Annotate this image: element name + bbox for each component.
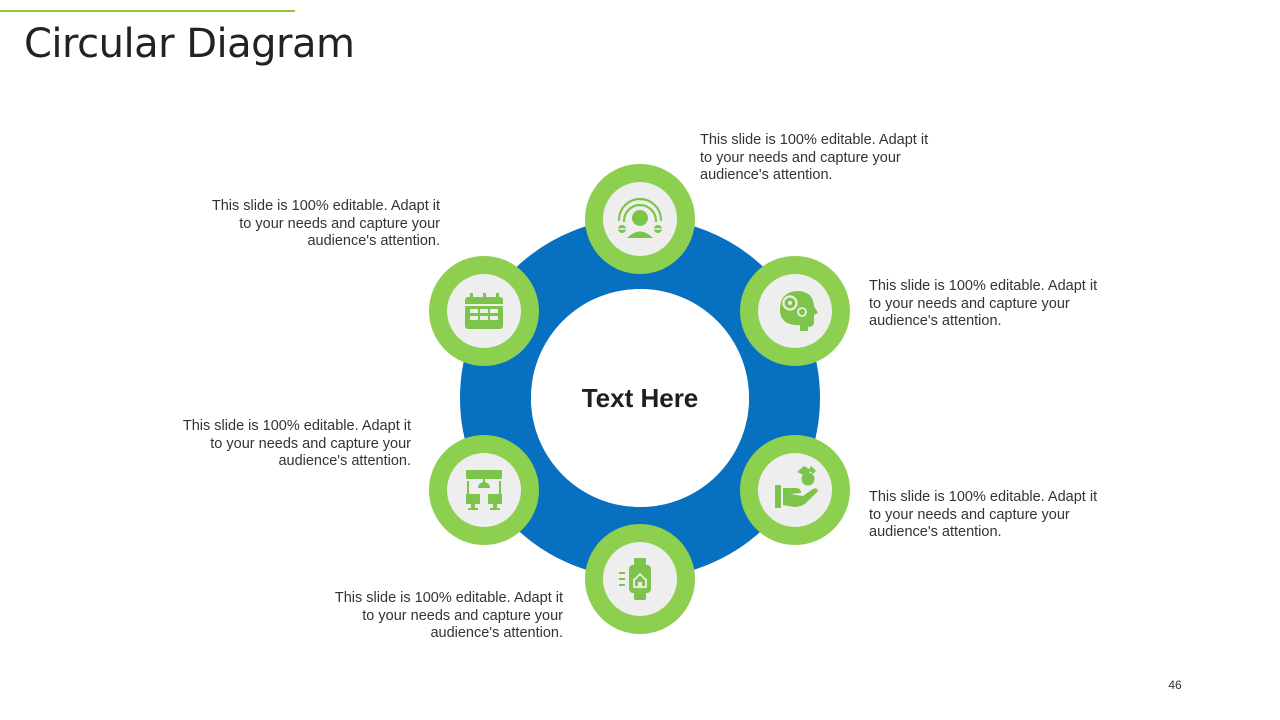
node-top	[585, 164, 695, 274]
caption-top: This slide is 100% editable. Adapt it to…	[700, 132, 929, 183]
smartwatch-home-icon	[619, 558, 651, 600]
network-devices-icon	[466, 470, 502, 510]
caption-bottom: This slide is 100% editable. Adapt it to…	[334, 590, 563, 641]
node-bottom	[585, 524, 695, 634]
page-number: 46	[1168, 678, 1182, 692]
caption-lower-left: This slide is 100% editable. Adapt it to…	[182, 418, 411, 469]
center-disc	[531, 289, 749, 507]
center-label: Text Here	[582, 383, 699, 413]
calendar-icon	[465, 293, 503, 329]
slide-title: Circular Diagram	[24, 21, 355, 67]
hand-cash-icon	[775, 466, 818, 508]
title-accent-line	[0, 10, 295, 12]
node-lower-left	[429, 435, 539, 545]
node-upper-right	[740, 256, 850, 366]
caption-upper-left: This slide is 100% editable. Adapt it to…	[211, 198, 440, 249]
node-lower-right	[740, 435, 850, 545]
brain-gears-icon	[779, 291, 818, 331]
node-upper-left	[429, 256, 539, 366]
caption-upper-right: This slide is 100% editable. Adapt it to…	[869, 278, 1098, 329]
caption-lower-right: This slide is 100% editable. Adapt it to…	[869, 489, 1098, 540]
customer-support-icon	[617, 197, 663, 238]
